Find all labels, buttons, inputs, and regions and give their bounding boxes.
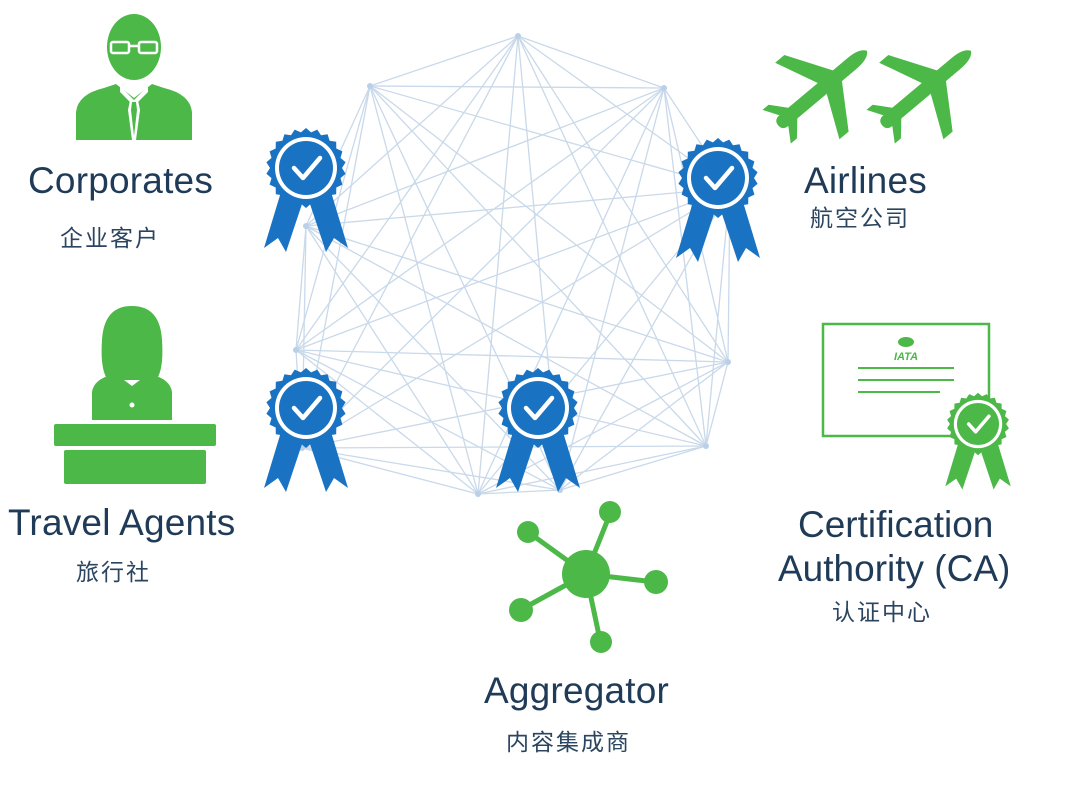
iata-logo-text: IATA — [894, 351, 918, 363]
mesh-link — [517, 35, 665, 89]
mesh-node — [661, 85, 667, 91]
mesh-link — [705, 187, 731, 447]
verified-badge-corporates — [264, 128, 348, 252]
mesh-link — [305, 225, 729, 363]
corporates-label-cn: 企业客户 — [60, 226, 160, 252]
mesh-link — [301, 445, 707, 449]
mesh-link — [477, 35, 519, 495]
verified-badges — [264, 128, 760, 492]
green-seal-ribbon — [945, 392, 1011, 490]
mesh-link — [559, 361, 729, 491]
checkmark-icon — [291, 395, 323, 421]
mesh-link — [295, 349, 729, 363]
mesh-node — [475, 491, 481, 497]
mesh-link — [305, 87, 665, 227]
checkmark-icon — [966, 414, 991, 434]
mesh-link — [301, 187, 731, 449]
mesh-link — [295, 225, 307, 351]
mesh-link — [477, 489, 561, 495]
hub-network-icon — [509, 501, 668, 653]
mesh-link — [517, 35, 707, 447]
mesh-link — [305, 225, 707, 447]
mesh-link — [295, 349, 707, 447]
airplane-icon — [762, 50, 972, 144]
mesh-link — [559, 445, 707, 491]
businessman-icon — [76, 14, 192, 140]
ca-label-cn: 认证中心 — [832, 600, 932, 626]
mesh-link — [301, 35, 519, 449]
checkmark-icon — [291, 155, 323, 181]
mesh-link — [295, 35, 519, 351]
mesh-link — [559, 87, 665, 491]
ca-label-line1: Certification — [798, 504, 994, 545]
mesh-link — [705, 361, 729, 447]
iata-logo: IATA — [894, 337, 918, 363]
checkmark-icon — [523, 395, 555, 421]
aggregator-label-cn: 内容集成商 — [506, 730, 631, 756]
mesh-link — [305, 187, 731, 227]
ca-label-line2: Authority (CA) — [778, 548, 1011, 589]
aggregator-label: Aggregator — [484, 670, 670, 711]
mesh-link — [369, 85, 731, 189]
airlines-label-cn: 航空公司 — [810, 206, 910, 232]
certificate-icon: IATA — [821, 322, 991, 438]
mesh-node — [367, 83, 373, 89]
verified-badge-airlines — [676, 138, 760, 262]
mesh-link — [369, 85, 665, 89]
mesh-node — [303, 223, 309, 229]
mesh-node — [293, 347, 299, 353]
mesh-link — [517, 35, 729, 363]
mesh-link — [295, 349, 479, 495]
mesh-node — [703, 443, 709, 449]
mesh-link — [295, 187, 731, 351]
mesh-node — [725, 359, 731, 365]
mesh-link — [369, 85, 707, 447]
mesh-link — [301, 87, 665, 449]
checkmark-icon — [703, 165, 735, 191]
verified-badge-travel-agents — [264, 368, 348, 492]
corporates-label: Corporates — [28, 160, 214, 201]
mesh-link — [369, 85, 479, 495]
mesh-node — [515, 33, 521, 39]
travel-agents-label-cn: 旅行社 — [76, 560, 151, 586]
travel-agents-label: Travel Agents — [8, 502, 236, 543]
verified-badge-aggregator — [496, 368, 580, 492]
airlines-label: Airlines — [804, 160, 927, 201]
agent-at-desk-icon — [54, 306, 216, 484]
green-seal-badge — [945, 392, 1011, 490]
mesh-link — [369, 85, 729, 363]
mesh-link — [369, 35, 519, 87]
